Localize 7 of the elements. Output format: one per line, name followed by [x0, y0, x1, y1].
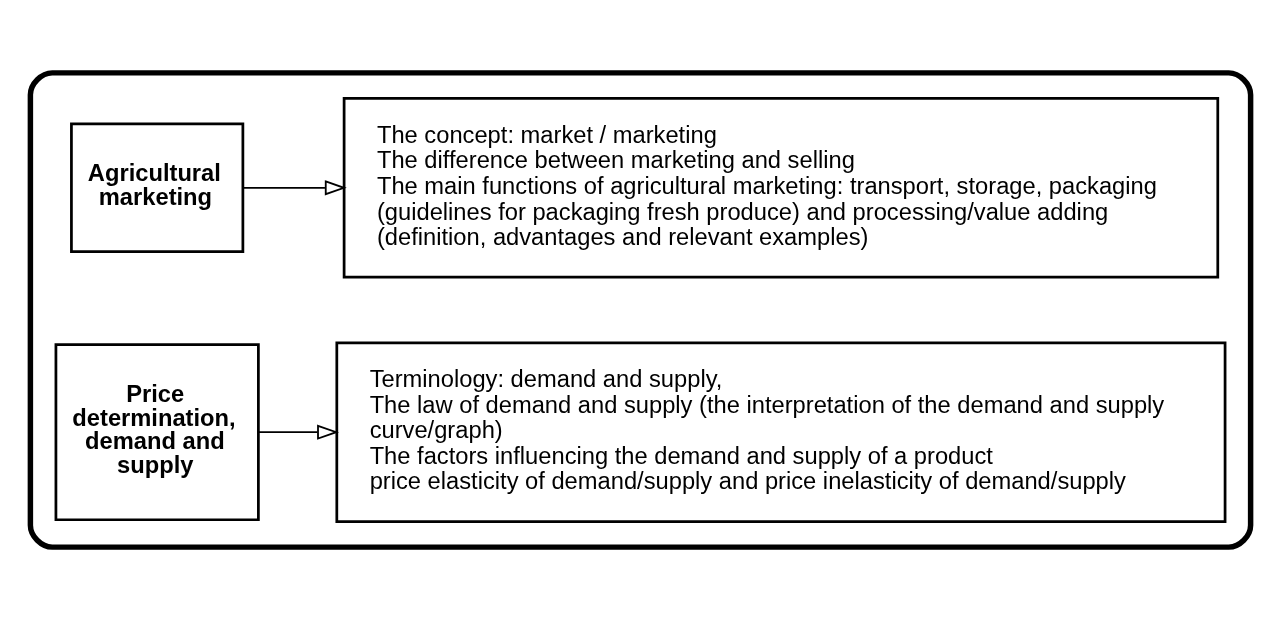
- arrow: [257, 424, 339, 440]
- node-box: Agricultural marketing: [70, 122, 245, 253]
- cluster: [27, 70, 1254, 550]
- arrow: [242, 180, 347, 196]
- node-box: The concept: market / marketing The difference between marketing and selling The main functions of agricultural marketing: transport, storage, packaging (guidelines for packaging fresh produce) and processing/value adding (definition, advantages and relevant examples): [342, 97, 1220, 279]
- node-box: Terminology: demand and supply, The law of demand and supply (the interpretation of the demand and supply curve/graph) The factors influencing the demand and supply of a product price elasticity of demand/supply and price inelasticity of demand/supply: [335, 341, 1227, 523]
- node-box: Price determination, demand and supply: [54, 343, 260, 522]
